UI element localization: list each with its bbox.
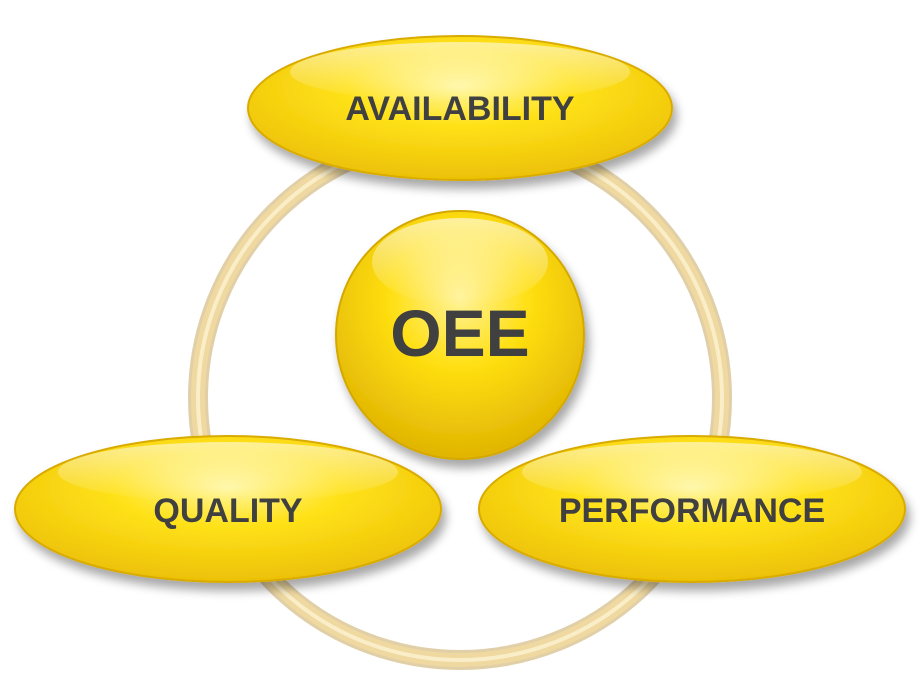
performance-node: PERFORMANCE: [478, 435, 906, 583]
quality-node: QUALITY: [14, 435, 442, 583]
oee-label: OEE: [390, 296, 529, 370]
quality-label: QUALITY: [153, 492, 303, 530]
availability-node: AVAILABILITY: [247, 35, 673, 181]
performance-label: PERFORMANCE: [559, 492, 825, 530]
availability-label: AVAILABILITY: [345, 90, 574, 128]
oee-center-node: OEE: [335, 210, 585, 460]
